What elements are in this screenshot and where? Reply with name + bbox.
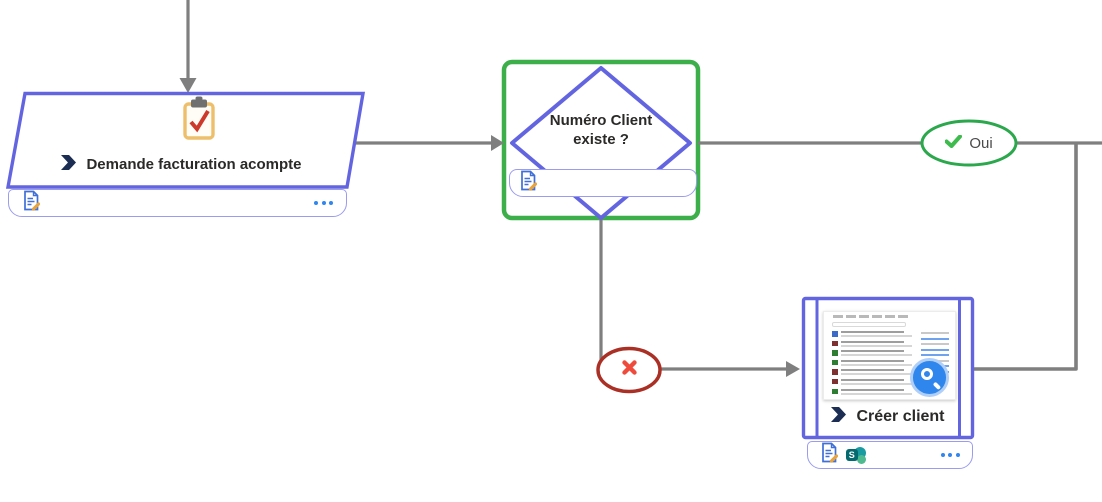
node-creer-client[interactable]: Créer client S	[803, 298, 973, 470]
arrowheads	[179, 78, 800, 377]
clipboard-check-icon	[181, 96, 217, 147]
more-options-icon[interactable]	[314, 200, 333, 205]
node-label: Créer client	[856, 408, 945, 425]
branch-label-non[interactable]	[598, 348, 660, 392]
node-demande-facturation[interactable]: Demande facturation acompte	[8, 92, 363, 218]
connector-creer-to-main	[973, 144, 1078, 371]
webpage-thumbnail	[823, 311, 956, 400]
document-edit-icon[interactable]	[820, 442, 838, 468]
node-label: Demande facturation acompte	[86, 155, 302, 173]
power-automate-icon	[831, 407, 847, 427]
arrowhead-into-creer-icon	[786, 361, 800, 377]
demande-footer-bar	[8, 188, 347, 217]
node-decision-numero-client[interactable]: Numéro Client existe ?	[504, 62, 698, 218]
magnifier-badge-icon	[910, 358, 949, 397]
sharepoint-icon[interactable]: S	[845, 446, 867, 464]
thumbnail-search-bar	[832, 322, 906, 327]
more-options-icon[interactable]	[940, 453, 960, 457]
check-icon	[944, 134, 963, 153]
demande-parallelogram-shape[interactable]	[5, 91, 366, 189]
power-automate-icon	[61, 154, 77, 174]
branch-label-oui[interactable]: Oui	[922, 121, 1016, 166]
thumbnail-menu-bar	[833, 315, 908, 318]
yes-oval-shape[interactable]	[920, 119, 1018, 167]
connector-lines	[186, 0, 1102, 371]
demande-title-row: Demande facturation acompte	[8, 151, 355, 177]
cross-icon	[621, 359, 638, 381]
decision-label: Numéro Client existe ?	[521, 111, 681, 149]
decision-label-line2: existe ?	[573, 131, 629, 148]
decision-footer-bar	[508, 169, 697, 197]
connector-no-branch	[599, 219, 786, 371]
arrowhead-right-icon	[491, 135, 504, 151]
arrowhead-down-icon	[179, 78, 197, 93]
decision-label-line1: Numéro Client	[549, 112, 653, 129]
creer-footer-bar: S	[806, 441, 973, 469]
document-edit-icon[interactable]	[519, 170, 537, 196]
document-edit-icon[interactable]	[22, 190, 41, 216]
branch-label-text: Oui	[969, 135, 993, 152]
creer-title-row: Créer client	[803, 404, 973, 430]
thumbnail-list	[832, 331, 914, 398]
